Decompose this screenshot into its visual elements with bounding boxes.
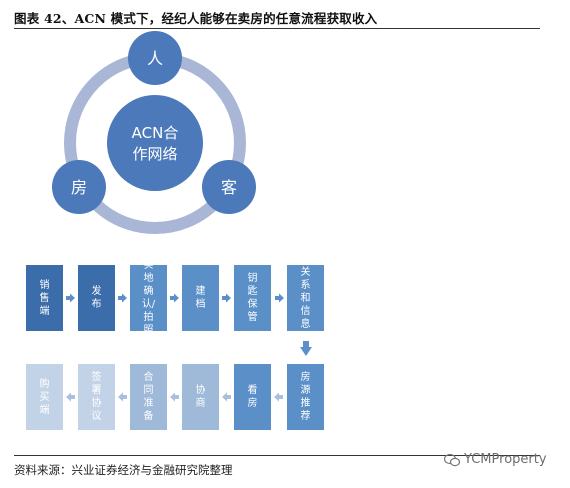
step-seller-label: 销售端: [39, 279, 50, 317]
step-listing-recommend: 房源推荐: [287, 364, 324, 430]
arrow-left-icon: [274, 392, 283, 402]
step-archive-label: 建档: [195, 286, 206, 310]
step-verify-photo-label: 实地确认/拍照: [141, 260, 156, 336]
node-client: [202, 160, 256, 214]
step-negotiate: 协商: [182, 364, 219, 430]
arrow-right-icon: [275, 293, 284, 303]
step-key-custody-label: 钥匙保管: [247, 273, 258, 323]
node-person: [128, 31, 182, 85]
step-sign-agreement-label: 签署协议: [91, 372, 102, 422]
step-publish-label: 发布: [91, 286, 102, 310]
flow-arrows: [66, 293, 312, 402]
step-contract-prep-label: 合同准备: [143, 372, 154, 422]
source-rule: [14, 455, 540, 456]
arrow-right-icon: [222, 293, 231, 303]
step-key-custody: 钥匙保管: [234, 265, 271, 331]
step-contract-prep: 合同准备: [130, 364, 167, 430]
step-publish: 发布: [78, 265, 115, 331]
arrow-left-icon: [66, 392, 75, 402]
arrow-right-icon: [118, 293, 127, 303]
arrow-down-icon: [300, 341, 312, 356]
center-label-line2: 作网络: [132, 145, 177, 163]
node-house-label: 房: [71, 178, 87, 197]
figure-title: 图表 42、ACN 模式下，经纪人能够在卖房的任意流程获取收入: [14, 11, 378, 26]
wechat-icon: [444, 453, 460, 466]
watermark: YCMProperty: [444, 452, 547, 467]
arrow-right-icon: [66, 293, 75, 303]
step-buyer-label: 购买端: [39, 378, 50, 416]
step-verify-photo: 实地确认/拍照: [130, 260, 167, 336]
step-negotiate-label: 协商: [195, 385, 206, 409]
step-seller: 销售端: [26, 265, 63, 331]
step-buyer: 购买端: [26, 364, 63, 430]
step-listing-recommend-label: 房源推荐: [300, 372, 311, 422]
center-circle: [107, 95, 203, 191]
step-sign-agreement: 签署协议: [78, 364, 115, 430]
source-note: 资料来源：兴业证券经济与金融研究院整理: [14, 463, 233, 477]
node-house: [52, 160, 106, 214]
step-viewing-label: 看房: [247, 385, 258, 409]
arrow-left-icon: [170, 392, 179, 402]
arrow-right-icon: [170, 293, 179, 303]
step-viewing: 看房: [234, 364, 271, 430]
acn-cycle-diagram: ACN合 作网络 人 房 客: [52, 31, 256, 234]
step-archive: 建档: [182, 265, 219, 331]
arrow-left-icon: [222, 392, 231, 402]
node-client-label: 客: [221, 178, 237, 197]
arrow-left-icon: [118, 392, 127, 402]
node-person-label: 人: [147, 49, 163, 68]
watermark-text: YCMProperty: [464, 452, 547, 467]
center-label-line1: ACN合: [132, 124, 179, 142]
title-rule: [14, 28, 540, 29]
